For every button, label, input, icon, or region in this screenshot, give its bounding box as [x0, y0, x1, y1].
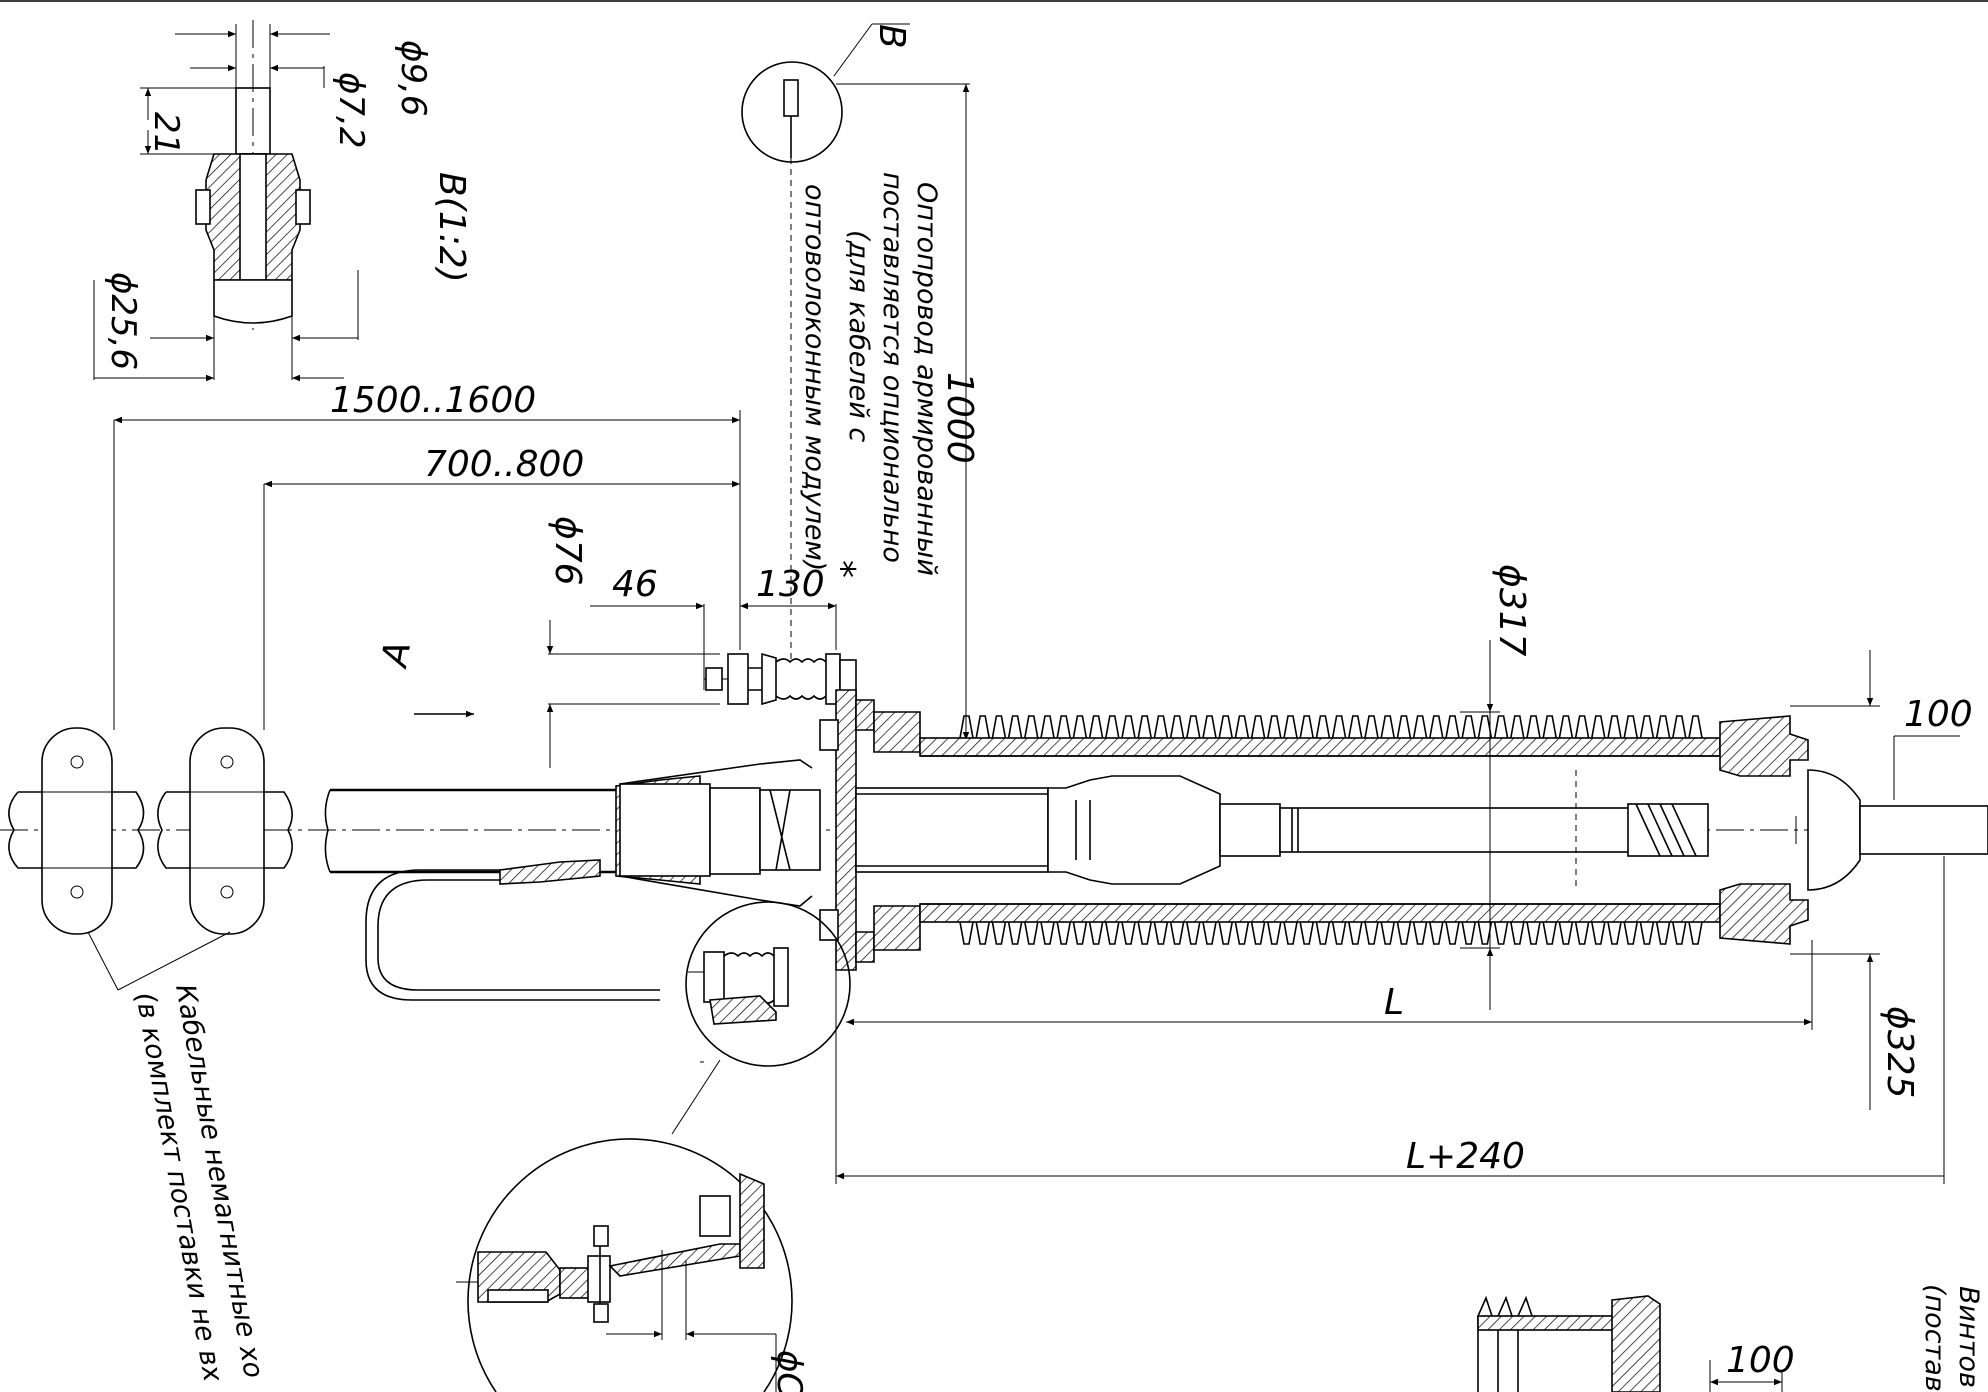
dim-d-317: ϕ317 [1491, 564, 1532, 657]
small-insulator-dimensions [546, 602, 837, 768]
screw-note-line-2: (постав [1919, 1284, 1950, 1392]
dim-len-21: 21 [146, 112, 186, 155]
detail-b-title: B(1:2) [431, 172, 472, 283]
optical-marker: * [821, 560, 862, 578]
top-cap [1719, 715, 1988, 945]
optical-note-line-1: Оптопровод армированный [911, 182, 942, 576]
view-label-b: B [871, 24, 912, 49]
optical-note-line-4: оптоволоконным модулем) [799, 184, 830, 571]
dim-d-7-2: ϕ7,2 [331, 72, 371, 149]
clamp-leader-1 [87, 931, 119, 991]
screw-note-line-1: Винтов [1953, 1286, 1984, 1388]
base-flange [819, 689, 921, 971]
dim-len-700-800: 700..800 [424, 444, 584, 485]
detail-b-connector [93, 20, 359, 382]
dim-d-325: ϕ325 [1879, 1006, 1920, 1098]
optical-note-line-3: (для кабелей с [843, 230, 874, 442]
clamp-leader-2 [117, 931, 231, 991]
enlarged-detail [456, 1138, 793, 1392]
optical-note-line-2: поставляется опционально [877, 172, 908, 563]
composite-insulator [919, 715, 1721, 945]
dim-len-l: L [1384, 982, 1404, 1023]
partial-view-bottom [1477, 1295, 1783, 1392]
cable-clamp-2 [157, 727, 293, 935]
cable [324, 759, 821, 907]
dim-d-25-6: ϕ25,6 [103, 272, 143, 370]
dim-len-130: 130 [756, 564, 825, 605]
dim-len-1000: 1000 [939, 372, 980, 464]
dim-len-46: 46 [612, 564, 658, 605]
detail-b-circle [741, 23, 970, 163]
lower-insulator-detail [685, 901, 851, 1067]
detail-leader [671, 1059, 721, 1135]
small-insulator-top [704, 652, 857, 706]
dim-len-l-240: L+240 [1406, 1136, 1525, 1177]
earth-lead [365, 859, 660, 1001]
dim-len-100-top: 100 [1904, 694, 1973, 735]
dim-d-76: ϕ76 [547, 516, 588, 586]
stress-cone [855, 770, 1709, 890]
dim-d-c: ϕC [769, 1350, 809, 1392]
dim-len-100-bottom: 100 [1726, 1340, 1795, 1381]
dim-len-1500-1600: 1500..1600 [330, 380, 536, 421]
cable-clamp-1 [8, 727, 145, 935]
view-label-a: A [374, 638, 419, 671]
optical-fiber-note: Оптопровод армированный поставляется опц… [799, 172, 942, 578]
dim-d-9-6: ϕ9,6 [393, 40, 433, 117]
